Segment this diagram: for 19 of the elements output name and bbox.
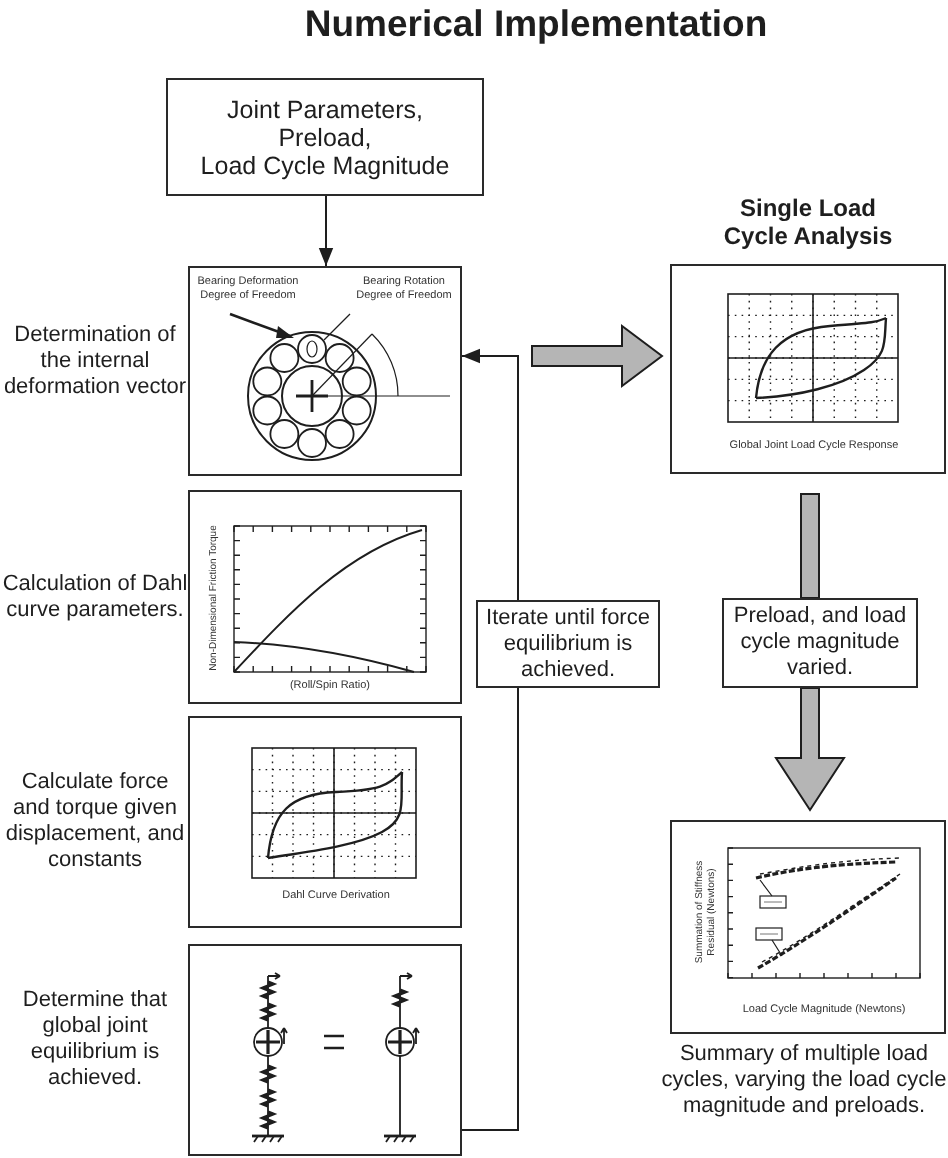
- arrow: [318, 195, 334, 267]
- block-arrow: [774, 687, 846, 812]
- note-text: Preload, and load cycle magnitude varied.: [731, 604, 909, 682]
- arrow: [461, 348, 519, 601]
- step-description: Calculation of Dahl curve parameters.: [2, 571, 188, 623]
- step-description: Determine that global joint equilibrium is achieved.: [20, 988, 170, 1092]
- panel-heading: Single Load Cycle Analysis: [721, 194, 895, 250]
- title: Numerical Implementation: [302, 2, 770, 46]
- input-parameter: Preload,: [278, 123, 372, 151]
- input-parameter: Load Cycle Magnitude: [200, 151, 450, 179]
- step-description: Determination of the internal deformation vector: [2, 322, 188, 400]
- process-box: [166, 78, 484, 196]
- step-description: Calculate force and torque given displacement, and constants: [3, 770, 187, 874]
- note-text: Iterate until force equilibrium is achieved.: [484, 605, 652, 683]
- block-arrow: [531, 324, 664, 388]
- input-parameter: Joint Parameters,: [227, 95, 423, 123]
- connector-line: [461, 687, 519, 1131]
- block-arrow: [800, 493, 820, 599]
- panel-caption: Summary of multiple load cycles, varying the load cycle magnitude and preloads.: [660, 1042, 948, 1120]
